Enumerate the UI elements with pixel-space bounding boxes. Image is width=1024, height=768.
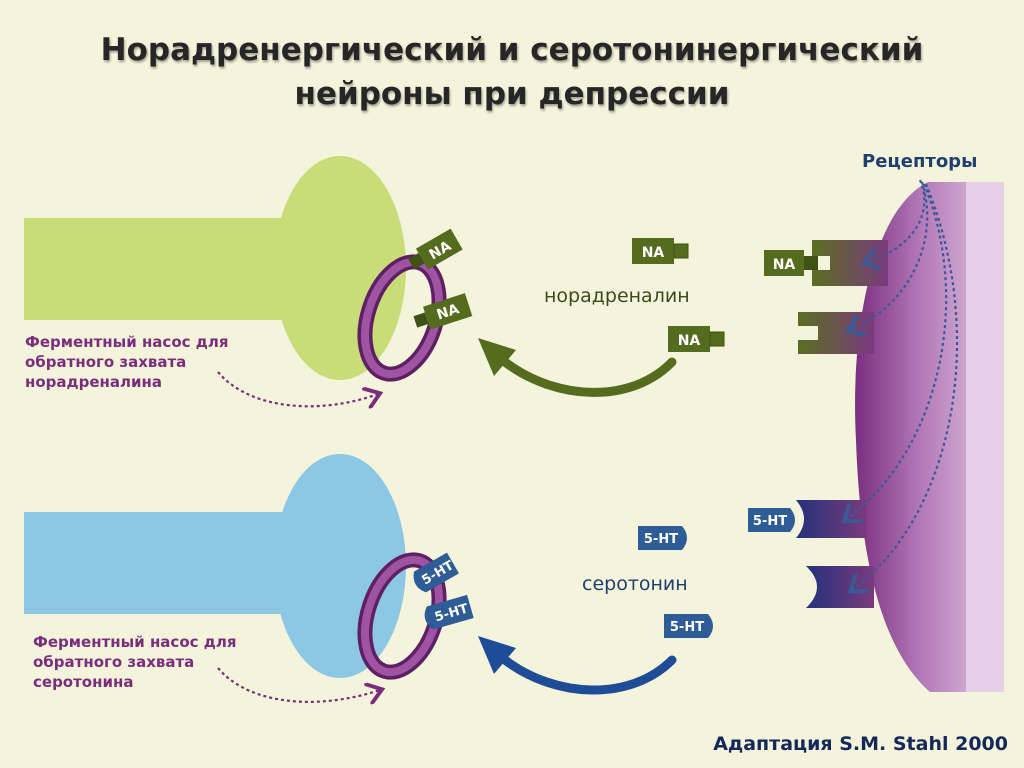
- noradrenaline-label: норадреналин: [544, 285, 690, 307]
- na-tag-pump-2: NA: [413, 293, 473, 330]
- serotonin-label: серотонин: [582, 573, 688, 595]
- receptors-label: Рецепторы: [862, 151, 978, 172]
- na-receptor-2: [798, 312, 874, 354]
- ht-pump-pointer: [217, 667, 380, 702]
- ht-axon: [24, 512, 294, 614]
- ht-tag-label: 5-HT: [644, 532, 678, 547]
- ht-reuptake-arrow: [478, 636, 677, 695]
- na-reuptake-arrow: [478, 338, 677, 397]
- na-tag-label: NA: [678, 333, 701, 349]
- ht-tag-label: 5-HT: [753, 514, 787, 529]
- na-receptor-1: [812, 240, 888, 286]
- ht-receptor-1: [796, 500, 866, 538]
- credit-label: Адаптация S.M. Stahl 2000: [713, 733, 1008, 755]
- ht-tag-label: 5-HT: [670, 620, 704, 635]
- ht-tag-free-1: 5-HT: [638, 526, 687, 550]
- na-tag-free-1: NA: [632, 238, 689, 264]
- ht-tag-pump-2: 5-HT: [424, 594, 474, 630]
- title-line-2: нейроны при депрессии: [294, 76, 730, 112]
- ht-pump-label: Ферментный насос для обратного захвата с…: [33, 633, 237, 691]
- na-tag-receptor: NA: [764, 250, 818, 276]
- receptor-pointers: [846, 179, 959, 590]
- title-line-1: Норадренергический и серотонинергический: [100, 32, 924, 68]
- na-tag-label: NA: [773, 257, 796, 273]
- na-tag-pump-1: NA: [408, 228, 463, 270]
- na-tag-free-2: NA: [668, 326, 725, 352]
- na-pump-label: Ферментный насос для обратного захвата н…: [25, 333, 229, 391]
- na-tag-label: NA: [642, 245, 665, 261]
- ht-tag-free-2: 5-HT: [664, 614, 713, 638]
- na-axon: [24, 218, 294, 320]
- na-pump-pointer: [217, 371, 378, 406]
- ht-tag-receptor: 5-HT: [748, 508, 795, 532]
- na-tag-label: NA: [435, 301, 462, 323]
- ht-receptor-2: [806, 566, 874, 608]
- postsynaptic-membrane: [855, 182, 1004, 692]
